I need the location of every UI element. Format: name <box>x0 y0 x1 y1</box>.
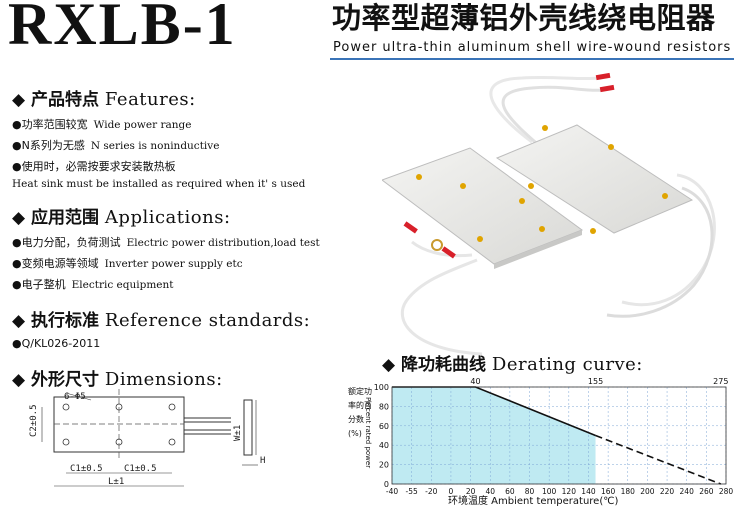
wire-sleeve-red <box>599 84 615 93</box>
x-tick-label: 60 <box>505 487 515 496</box>
application-item: ●电子整机 Electric equipment <box>12 279 173 291</box>
lead-wire <box>400 258 483 356</box>
y-tick-label: 60 <box>379 422 389 431</box>
title-chinese: 功率型超薄铝外壳线绕电阻器 <box>332 1 716 35</box>
application-item-cn: ●电子整机 <box>12 278 66 291</box>
x-axis-label: 环境温度 Ambient temperature(℃) <box>448 494 618 507</box>
wire-sleeve-red <box>595 72 611 81</box>
x-tick-label: 160 <box>601 487 616 496</box>
x-tick-label: 260 <box>699 487 714 496</box>
application-item-cn: ●变频电源等领域 <box>12 257 99 270</box>
resistor-plate-rear <box>495 124 694 234</box>
x-tick-label: 280 <box>719 487 734 496</box>
applications-heading-en: Applications: <box>104 207 231 228</box>
feature-item: ●使用时，必需按要求安装散热板 <box>12 161 176 172</box>
y-axis-label-cn: 额定功率的百分数 (%) <box>348 386 372 438</box>
reference-item-cn: ●Q/KL026-2011 <box>12 337 101 350</box>
dimensions-heading-cn: ◆ 外形尺寸 <box>12 370 99 390</box>
plot-frame <box>391 386 727 485</box>
lead-wire <box>501 85 603 150</box>
reference-item: ●Q/KL026-2011 <box>12 338 100 349</box>
reference-heading: ◆ 执行标准 Reference standards: <box>12 312 310 330</box>
application-item-en: Inverter power supply etc <box>104 258 243 270</box>
reference-heading-en: Reference standards: <box>104 310 311 331</box>
width-label: W±1 <box>233 425 243 441</box>
features-heading-cn: ◆ 产品特点 <box>12 90 99 110</box>
c1-right-label: C1±0.5 <box>124 464 157 474</box>
reference-heading-cn: ◆ 执行标准 <box>12 311 99 331</box>
x-tick-label: -20 <box>425 487 437 496</box>
ring-terminal <box>431 239 443 251</box>
lead-wire <box>606 186 714 318</box>
holes-label: 6-Φ5 <box>64 392 86 402</box>
applications-heading-cn: ◆ 应用范围 <box>12 208 99 228</box>
y-axis-label-en: Percent rated power <box>364 397 372 468</box>
c1-left-label: C1±0.5 <box>70 464 103 474</box>
shaded-area <box>392 387 596 484</box>
derating-heading-cn: ◆ 降功耗曲线 <box>382 355 486 375</box>
y-tick-label: 40 <box>379 441 389 450</box>
title-underline <box>330 58 734 60</box>
dimension-drawing: 6-Φ5 C2±0.5 C1±0.5 C1±0.5 L±1 W±1 H <box>29 389 265 487</box>
top-marker-label: 275 <box>713 377 728 386</box>
x-tick-label: 80 <box>525 487 535 496</box>
application-item-en: Electric power distribution,load test <box>126 237 320 249</box>
wire-sleeve-red <box>403 221 418 234</box>
dimensions-heading: ◆ 外形尺寸 Dimensions: <box>12 371 223 389</box>
features-heading-en: Features: <box>104 89 196 110</box>
x-tick-label: -40 <box>386 487 398 496</box>
y-axis-label-cn-line: 率的百 <box>348 400 372 410</box>
x-tick-label: 40 <box>485 487 495 496</box>
x-tick-label: 0 <box>449 487 454 496</box>
x-tick-label: 200 <box>640 487 655 496</box>
derating-heading-en: Derating curve: <box>491 354 643 375</box>
y-axis-label-cn-line: 分数 <box>348 414 364 424</box>
application-item-cn: ●电力分配，负荷测试 <box>12 236 121 249</box>
x-tick-label: 180 <box>621 487 636 496</box>
application-item: ●电力分配，负荷测试 Electric power distribution,lo… <box>12 237 320 249</box>
heat-sink-note: Heat sink must be installed as required … <box>12 178 306 190</box>
title-english: Power ultra-thin aluminum shell wire-wou… <box>333 40 732 55</box>
x-tick-label: 220 <box>660 487 675 496</box>
feature-item-cn: ●使用时，必需按要求安装散热板 <box>12 160 176 173</box>
derating-heading: ◆ 降功耗曲线 Derating curve: <box>382 356 643 374</box>
derating-chart: 0 20 40 60 80 100 -40 -55 -20 0 20 40 60 80 100 120 140… <box>348 377 734 507</box>
y-axis-label-cn-line: 额定功 <box>348 386 372 396</box>
top-marker-label: 155 <box>588 377 603 386</box>
x-tick-label: 20 <box>466 487 476 496</box>
feature-item-cn: ●功率范围较宽 <box>12 118 88 131</box>
y-tick-label: 100 <box>374 383 389 392</box>
feature-item-en: N series is noninductive <box>90 140 220 152</box>
features-heading: ◆ 产品特点 Features: <box>12 91 196 109</box>
c2-label: C2±0.5 <box>29 404 39 437</box>
y-axis-label-cn-line: (%) <box>348 429 362 438</box>
length-label: L±1 <box>108 477 124 487</box>
feature-item-en: Wide power range <box>93 119 192 131</box>
product-photo <box>382 72 716 356</box>
y-tick-label: 80 <box>379 402 389 411</box>
feature-item: ●功率范围较宽 Wide power range <box>12 119 191 131</box>
dimensions-heading-en: Dimensions: <box>104 369 223 390</box>
y-tick-label: 0 <box>384 480 389 489</box>
feature-item-cn: ●N系列为无感 <box>12 139 85 152</box>
derating-line <box>595 434 722 485</box>
x-tick-label: 140 <box>581 487 596 496</box>
application-item: ●变频电源等领域 Inverter power supply etc <box>12 258 243 270</box>
height-label: H <box>260 456 265 466</box>
lead-wire <box>411 240 473 258</box>
applications-heading: ◆ 应用范围 Applications: <box>12 209 231 227</box>
lead-wire <box>489 75 598 144</box>
x-tick-label: 120 <box>562 487 577 496</box>
x-tick-label: -55 <box>406 487 418 496</box>
x-tick-label: 100 <box>542 487 557 496</box>
feature-item: ●N系列为无感 N series is noninductive <box>12 140 219 152</box>
x-tick-label: 240 <box>680 487 695 496</box>
model-title: RXLB-1 <box>8 0 237 57</box>
top-marker-label: 40 <box>470 377 480 386</box>
wire-sleeve-red <box>441 246 456 259</box>
application-item-en: Electric equipment <box>71 279 174 291</box>
y-tick-label: 20 <box>379 461 389 470</box>
